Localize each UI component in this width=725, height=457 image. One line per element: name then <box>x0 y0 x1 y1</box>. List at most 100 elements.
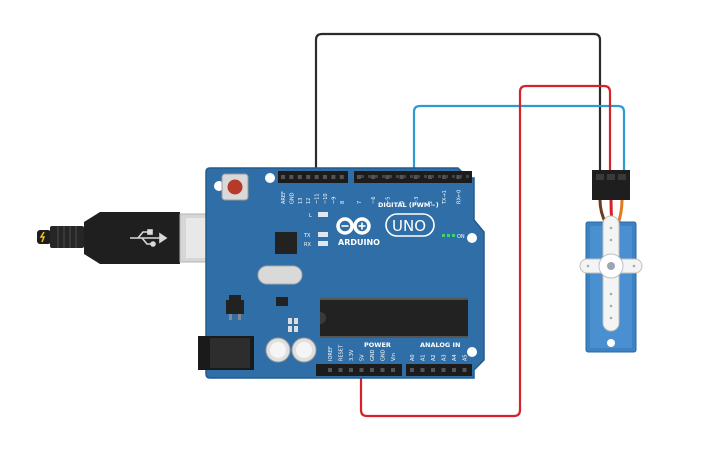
header-pin-1[interactable] <box>289 175 294 179</box>
led-l-label: L <box>309 213 312 219</box>
header-pin-12[interactable] <box>413 175 418 179</box>
power-pin-3[interactable] <box>359 368 364 372</box>
pin-label: RX←0 <box>456 190 462 204</box>
power-pin-label: IOREF <box>328 346 334 361</box>
header-hole <box>417 175 420 178</box>
header-pin-11[interactable] <box>399 175 404 179</box>
servo-horn[interactable] <box>579 215 643 332</box>
header-pin-8[interactable] <box>357 175 361 179</box>
servo-motor[interactable] <box>579 170 643 353</box>
power-pin-6[interactable] <box>391 368 395 372</box>
header-hole <box>368 175 371 178</box>
power-pin-label: 3.3V <box>349 349 355 361</box>
power-pin-2[interactable] <box>349 368 353 372</box>
on-label: ON <box>457 234 465 240</box>
header-hole <box>396 175 399 178</box>
smd-components <box>288 318 298 332</box>
digital-label: DIGITAL (PWM~) <box>378 201 439 209</box>
voltage-regulator <box>226 295 244 320</box>
power-pin-0[interactable] <box>328 368 332 372</box>
pin-label: 12 <box>306 198 312 204</box>
led-rx-label: RX <box>304 242 311 248</box>
mount-hole <box>467 347 477 357</box>
header-hole <box>424 175 427 178</box>
reset-button[interactable] <box>221 173 249 201</box>
usb-cable[interactable] <box>37 212 219 264</box>
analog-pin-label: A1 <box>421 354 427 361</box>
pin-label: AREF <box>281 191 287 204</box>
header-pin-9[interactable] <box>371 175 376 179</box>
header-hole <box>361 175 364 178</box>
analog-pin-label: A3 <box>442 354 448 361</box>
analog-pin-3[interactable] <box>441 368 446 372</box>
header-hole <box>445 175 448 178</box>
crystal <box>257 265 303 285</box>
onboard-leds: L TX RX <box>303 212 328 248</box>
header-hole <box>452 175 455 178</box>
header-hole <box>389 175 392 178</box>
pin-label: ~3 <box>414 197 420 204</box>
header-pin-13[interactable] <box>428 175 432 179</box>
analog-pin-2[interactable] <box>431 368 435 372</box>
header-pin-6[interactable] <box>331 175 336 179</box>
arduino-infinity-icon <box>336 217 371 235</box>
pin-label: 2 <box>428 201 434 204</box>
power-jack[interactable] <box>198 336 254 370</box>
microcontroller-chip <box>320 298 468 338</box>
analog-pin-1[interactable] <box>420 368 425 372</box>
analog-pin-4[interactable] <box>452 368 456 372</box>
analog-pin-label: A2 <box>431 354 437 361</box>
analog-pin-5[interactable] <box>462 368 467 372</box>
power-wire[interactable] <box>359 84 612 418</box>
header-hole <box>431 175 434 178</box>
capacitor <box>265 337 291 363</box>
header-pin-2[interactable] <box>297 175 302 179</box>
header-hole <box>375 175 378 178</box>
header-pin-4[interactable] <box>314 175 319 179</box>
power-label: POWER <box>364 341 391 349</box>
header-pin-5[interactable] <box>323 175 327 179</box>
pin-label: GND <box>289 192 295 204</box>
header-hole <box>403 175 406 178</box>
power-led: ON <box>442 234 465 240</box>
pin-label: ~10 <box>323 193 329 204</box>
pin-label: 8 <box>340 201 346 204</box>
pin-label: TX→1 <box>442 190 448 205</box>
model-label: UNO <box>392 217 426 235</box>
usb-icon <box>130 229 168 247</box>
header-hole <box>459 175 462 178</box>
analog-pin-label: A0 <box>410 354 416 361</box>
gnd-wire[interactable] <box>314 32 602 182</box>
power-pin-1[interactable] <box>338 368 343 372</box>
header-pin-3[interactable] <box>306 175 311 179</box>
mount-hole <box>265 173 275 183</box>
capacitor <box>291 337 317 363</box>
power-pin-label: GND <box>381 349 387 361</box>
analog-label: ANALOG IN <box>420 341 460 349</box>
power-pin-label: RESET <box>339 344 345 361</box>
pin-label: ~11 <box>315 193 321 204</box>
header-pin-7[interactable] <box>339 175 344 179</box>
small-chip <box>276 297 288 306</box>
wires <box>314 32 626 418</box>
power-pin-5[interactable] <box>380 368 385 372</box>
header-hole <box>410 175 413 178</box>
power-pin-4[interactable] <box>370 368 374 372</box>
analog-pin-label: A5 <box>463 354 469 361</box>
header-pin-0[interactable] <box>281 175 285 179</box>
bottom-pin-row[interactable] <box>328 368 467 372</box>
analog-pin-0[interactable] <box>410 368 414 372</box>
pin-label: ~9 <box>331 197 337 204</box>
pin-label: ~6 <box>371 197 377 204</box>
digital-pin-row[interactable] <box>281 175 469 179</box>
pin-label: ~5 <box>385 197 391 204</box>
header-pin-15[interactable] <box>456 175 461 179</box>
pin-label: 4 <box>400 201 406 204</box>
header-pin-10[interactable] <box>385 175 390 179</box>
power-header <box>316 364 472 376</box>
header-pin-14[interactable] <box>442 175 447 179</box>
